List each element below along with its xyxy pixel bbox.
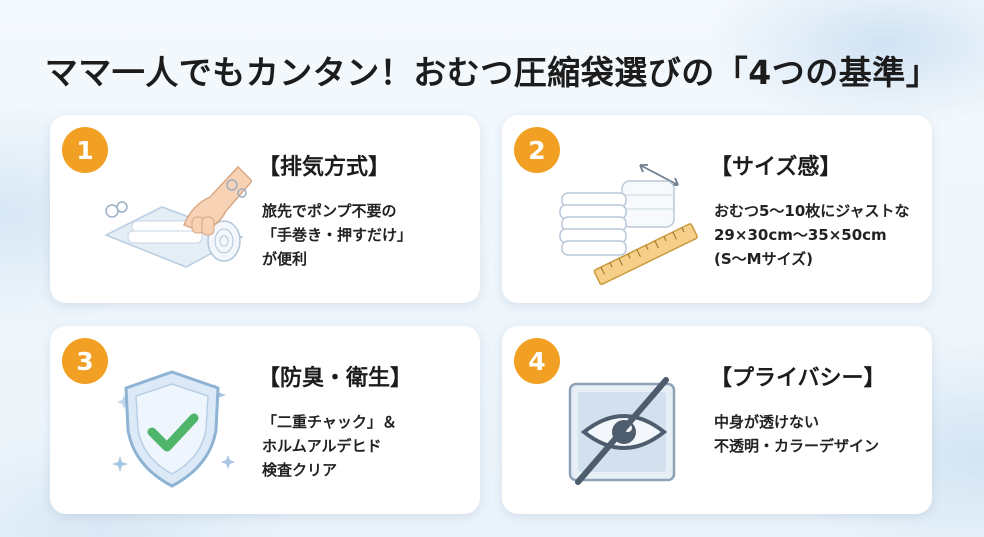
number-badge: 1 xyxy=(62,127,108,173)
description-line: 29×30cm〜35×50cm xyxy=(714,226,887,244)
criterion-card-1: 1 【排気方式】 旅先でポンプ不要の 「手巻き・押すだけ」 が便利 xyxy=(50,115,480,303)
criterion-card-2: 2 【サイズ感】 おむつ5〜10枚にジャストな xyxy=(502,115,932,303)
diaper-stack-ruler-icon xyxy=(559,164,698,285)
shield-check-icon xyxy=(112,370,235,488)
description-line: 旅先でポンプ不要の xyxy=(262,202,397,220)
description-line: が便利 xyxy=(262,250,308,268)
criterion-heading: 【防臭・衛生】 xyxy=(258,366,413,391)
description-line: 「二重チャック」＆ xyxy=(262,413,397,431)
page-title: ママ一人でもカンタン！おむつ圧縮袋選びの「4つの基準」 xyxy=(44,53,940,92)
criterion-heading: 【プライバシー】 xyxy=(710,366,886,391)
number-badge: 3 xyxy=(62,338,108,384)
description-line: ホルムアルデヒド xyxy=(262,437,382,455)
criterion-description: おむつ5〜10枚にジャストな 29×30cm〜35×50cm (S〜Mサイズ) xyxy=(714,199,926,271)
criterion-description: 中身が透けない 不透明・カラーデザイン xyxy=(714,410,926,458)
hand-rolling-bag-icon xyxy=(104,165,252,268)
criterion-card-4: 4 【プライバシー】 中身が透けない 不透明・カラーデザイン xyxy=(502,326,932,514)
description-line: (S〜Mサイズ) xyxy=(714,250,813,268)
criterion-heading: 【排気方式】 xyxy=(258,155,391,180)
criterion-heading: 【サイズ感】 xyxy=(710,155,842,180)
description-line: おむつ5〜10枚にジャストな xyxy=(714,202,910,220)
eye-slash-icon xyxy=(568,377,676,485)
number-badge: 4 xyxy=(514,338,560,384)
criterion-card-3: 3 【防臭・衛生】 「二重チャック」＆ ホルムアルデヒド 検査クリア xyxy=(50,326,480,514)
criterion-description: 旅先でポンプ不要の 「手巻き・押すだけ」 が便利 xyxy=(262,199,474,271)
description-line: 中身が透けない xyxy=(714,413,820,431)
number-badge: 2 xyxy=(514,127,560,173)
description-line: 不透明・カラーデザイン xyxy=(714,437,880,455)
description-line: 「手巻き・押すだけ」 xyxy=(262,226,413,244)
description-line: 検査クリア xyxy=(262,461,338,479)
criterion-description: 「二重チャック」＆ ホルムアルデヒド 検査クリア xyxy=(262,410,474,482)
